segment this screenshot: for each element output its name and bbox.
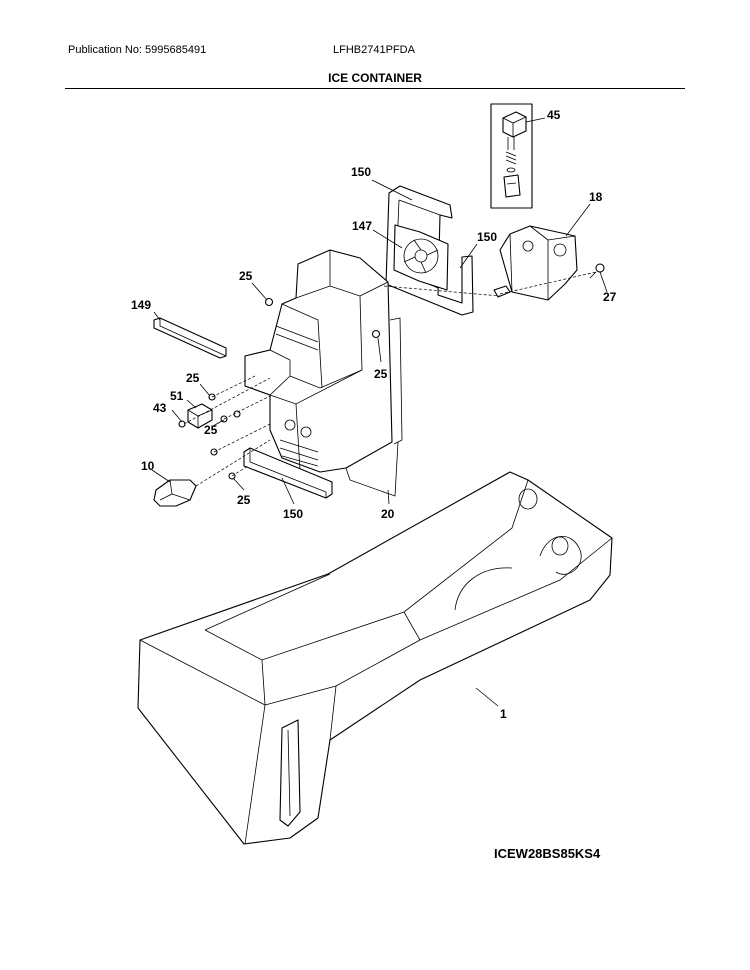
callout-20: 20 xyxy=(381,507,395,521)
callout-leaders xyxy=(151,117,608,707)
part-45-switch-assembly xyxy=(490,103,533,209)
callout-27: 27 xyxy=(603,290,617,304)
part-18-auger-motor xyxy=(493,225,578,301)
callout-43: 43 xyxy=(153,401,167,415)
part-150-lower-seal-bar xyxy=(243,447,333,499)
callout-150-mid: 150 xyxy=(477,230,497,244)
part-10-cover xyxy=(153,479,197,507)
callout-150-top: 150 xyxy=(351,165,371,179)
part-20-housing xyxy=(244,249,403,497)
callout-25-bottom: 25 xyxy=(237,493,251,507)
illustration-code: ICEW28BS85KS4 xyxy=(494,846,601,861)
part-147-fan-motor xyxy=(393,224,449,291)
callout-45: 45 xyxy=(547,108,561,122)
callout-25-mid: 25 xyxy=(204,423,218,437)
header-divider xyxy=(65,88,685,89)
callout-25-right: 25 xyxy=(374,367,388,381)
part-43-screw xyxy=(178,420,186,428)
callout-149: 149 xyxy=(131,298,151,312)
callout-1: 1 xyxy=(500,707,507,721)
callout-51: 51 xyxy=(170,389,184,403)
part-27-screw xyxy=(589,263,605,279)
callout-25-left: 25 xyxy=(186,371,200,385)
model-number: LFHB2741PFDA xyxy=(333,44,415,56)
callout-25-top: 25 xyxy=(239,269,253,283)
part-1-ice-bin xyxy=(137,471,613,845)
part-149-seal-bar xyxy=(153,317,227,359)
callout-150-bottom: 150 xyxy=(283,507,303,521)
publication-number: Publication No: 5995685491 xyxy=(68,44,207,56)
section-title: ICE CONTAINER xyxy=(328,71,422,85)
callout-labels: 45 18 27 150 147 150 25 149 25 25 51 43 … xyxy=(131,108,617,721)
callout-18: 18 xyxy=(589,190,603,204)
part-25-screws xyxy=(208,297,381,480)
callout-10: 10 xyxy=(141,459,155,473)
part-51-switch xyxy=(187,403,213,429)
callout-147: 147 xyxy=(352,219,372,233)
assembly-guide-lines xyxy=(183,271,597,487)
